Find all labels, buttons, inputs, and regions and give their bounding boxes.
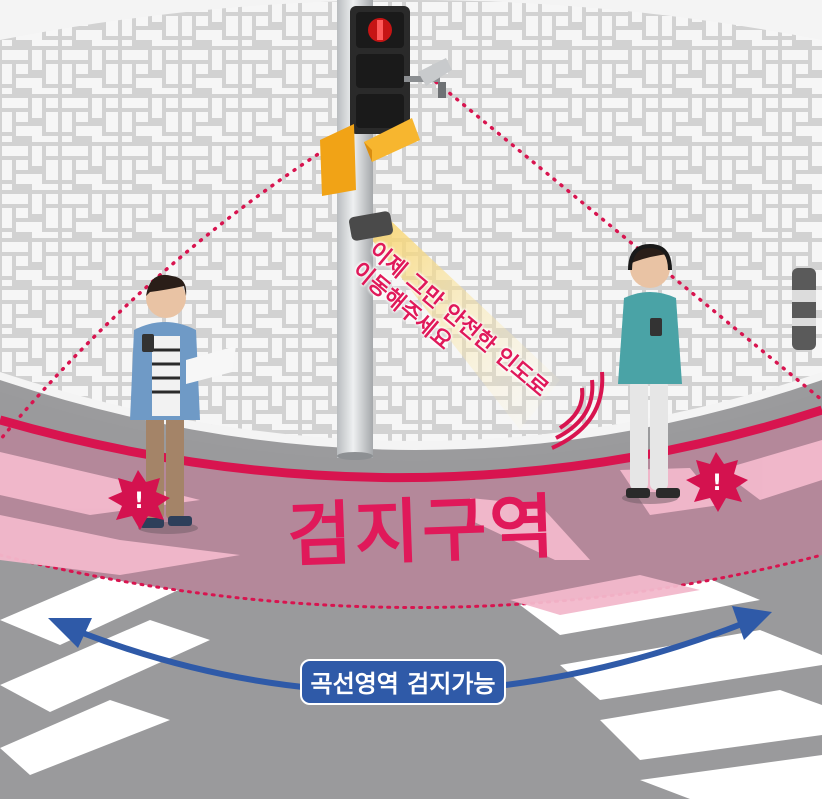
sound-wave-icon	[551, 371, 605, 450]
alert-burst-icon	[108, 452, 748, 530]
alert-glyph-right: !	[712, 471, 722, 496]
sound-beam	[372, 220, 560, 430]
pedestrian-sensor	[320, 118, 420, 196]
alert-glyph-left: !	[134, 489, 144, 514]
curve-detection-label: 곡선영역 검지가능	[300, 659, 506, 705]
pedestrian-left	[130, 274, 236, 534]
detection-zone-border	[0, 405, 822, 483]
cctv-camera-icon	[404, 58, 452, 98]
bollard-icon	[792, 268, 816, 350]
speaker-icon	[349, 211, 393, 241]
traffic-light-icon	[350, 6, 410, 134]
detection-zone-label: 검지구역	[285, 485, 559, 577]
sidewalk-paving	[0, 0, 822, 441]
pedestrian-right	[618, 243, 682, 504]
